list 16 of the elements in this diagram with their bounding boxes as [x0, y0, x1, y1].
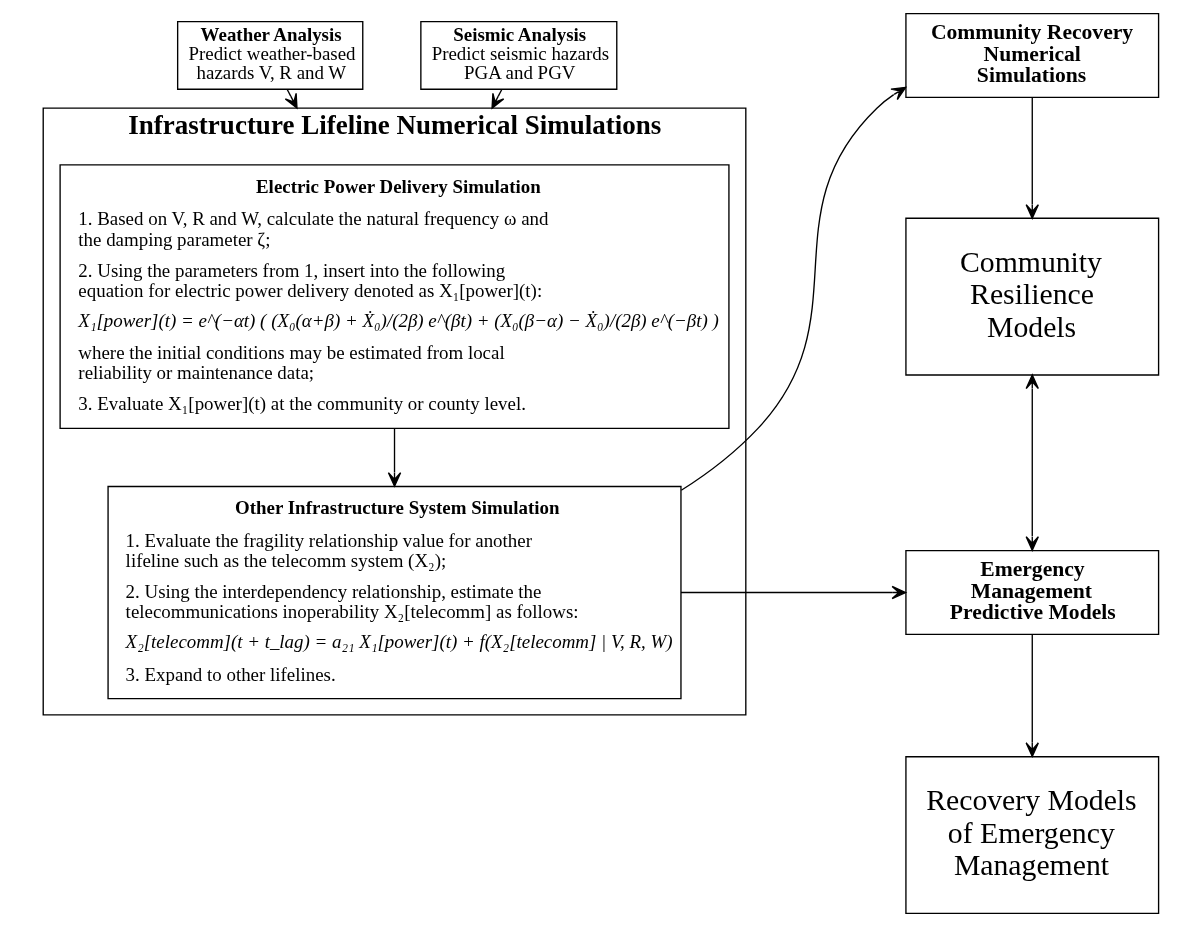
- arrow: [387, 428, 401, 487]
- arrow: [284, 88, 298, 109]
- node-box: Electric Power Delivery Simulation 1. Based on V, R and W, calculate the natural frequency ω and the damping parameter ζ; 2. Using the parameters from 1, insert into the following equation for electric power delivery denoted as X₁[power](t): X₁[power](t) = e^(−αt) ( (X₀(α+β) + Ẋ₀)/(2β) e^(βt) + (X₀(β−α) − Ẋ₀)/(2β) e^(−βt) ) where the initial conditions may be estimated from local reliability or maintenance data; 3. Evaluate X₁[power](t) at the community or county level.: [58, 164, 730, 430]
- node-box: Community Resilience Models: [904, 217, 1159, 376]
- arrow: [680, 86, 906, 491]
- arrow: [1025, 633, 1039, 758]
- arrow: [679, 585, 906, 600]
- node-box: Weather Analysis Predict weather-based hazards V, R and W: [176, 21, 363, 90]
- node-box: Community Recovery Numerical Simulations: [904, 12, 1159, 98]
- node-box: Seismic Analysis Predict seismic hazards PGA and PGV: [419, 21, 617, 90]
- node-box: Emergency Management Predictive Models: [904, 549, 1159, 636]
- node-box: Other Infrastructure System Simulation 1. Evaluate the fragility relationship value for another lifeline such as the telecomm system (X₂); 2. Using the interdependency relationship, estimate the telecommunications inoperability X₂[telecomm] as follows: X₂[telecomm](t + t_lag) = a₂₁ X₁[power](t) + f(X₂[telecomm] | V, R, W) 3. Expand to other lifelines.: [106, 485, 682, 700]
- arrow: [490, 88, 504, 109]
- arrow: [1025, 374, 1039, 551]
- node-box: Recovery Models of Emergency Management: [904, 756, 1159, 915]
- arrow: [1025, 97, 1039, 219]
